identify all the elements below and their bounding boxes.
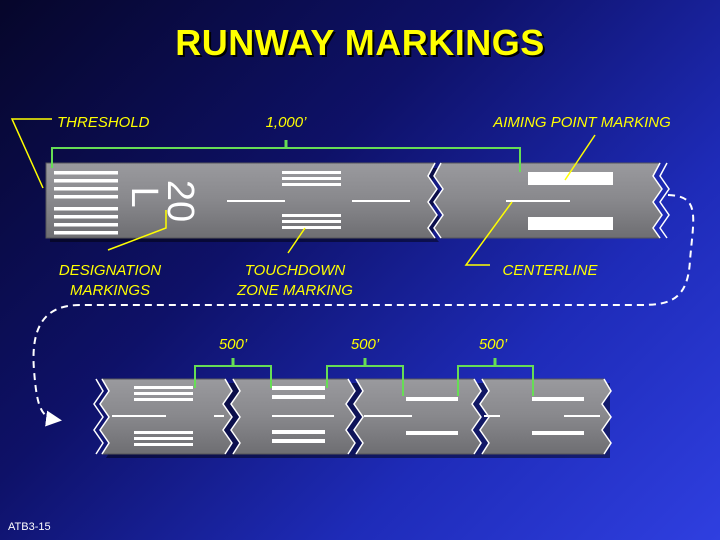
aiming-point-marks <box>528 172 613 230</box>
aiming-point-label: AIMING POINT MARKING <box>492 114 671 131</box>
runway-break-edge <box>230 378 241 455</box>
runway-break-edge <box>93 378 104 455</box>
bottom-runway <box>93 378 612 458</box>
designation-leader <box>107 210 167 251</box>
runway-break-edge <box>652 162 663 239</box>
touchdown-label-line2: ZONE MARKING <box>236 282 353 299</box>
threshold-leader <box>10 118 52 189</box>
runway-break-edge <box>222 378 233 455</box>
runway-break-edge <box>433 162 444 239</box>
runway-break-edge <box>345 378 356 455</box>
aiming-point-leader <box>564 134 596 181</box>
distance-label-500: 500’ <box>219 336 248 353</box>
touchdown-leader <box>287 227 306 254</box>
top-runway: 20 L <box>45 162 670 242</box>
centerline-dashes <box>227 200 570 202</box>
touchdown-zone-marks-3 <box>134 386 193 446</box>
runway-break-edge <box>659 162 670 239</box>
runway-break-edge <box>353 378 364 455</box>
distance-label-1000: 1,000’ <box>266 114 308 131</box>
threshold-bars <box>54 171 118 235</box>
runway-letter: L <box>123 186 165 207</box>
runway-break-edge <box>471 378 482 455</box>
threshold-label: THRESHOLD <box>57 114 150 131</box>
continuation-arrow <box>32 194 695 427</box>
runway-break-edge <box>99 378 110 455</box>
touchdown-zone-marks <box>282 171 341 229</box>
centerline-leader <box>464 201 513 266</box>
distance-label-500: 500’ <box>479 336 508 353</box>
designation-label-line2: MARKINGS <box>70 282 150 299</box>
touchdown-label-line1: TOUCHDOWN <box>245 262 346 279</box>
centerline-label: CENTERLINE <box>502 262 598 279</box>
centerline-dashes <box>112 415 600 417</box>
page-title: RUNWAY MARKINGS <box>175 22 545 63</box>
runway-break-edge <box>601 378 612 455</box>
designation-label-line1: DESIGNATION <box>59 262 161 279</box>
runway-break-edge <box>427 162 438 239</box>
slide-code: ATB3-15 <box>8 521 51 533</box>
touchdown-zone-marks-2 <box>272 386 325 443</box>
distance-label-500: 500’ <box>351 336 380 353</box>
touchdown-zone-marks-1 <box>406 397 584 435</box>
